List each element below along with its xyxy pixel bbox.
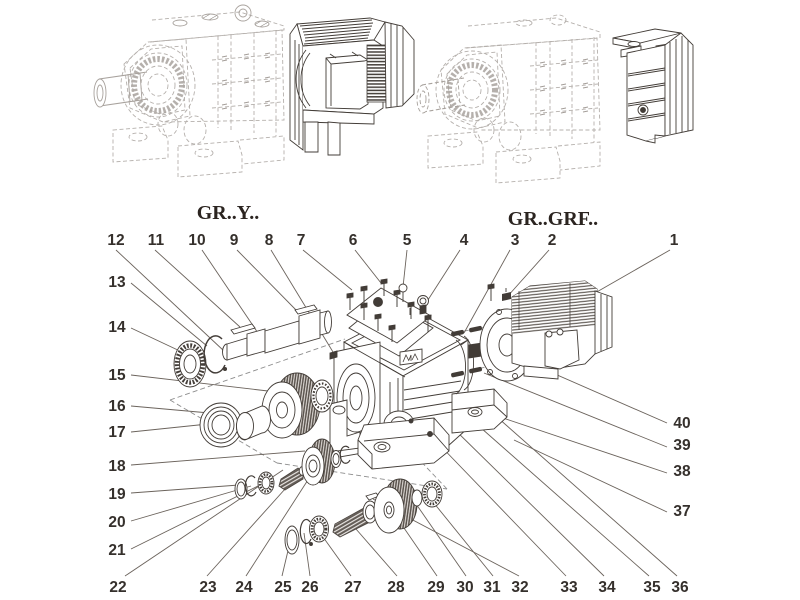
svg-text:40: 40 [673,415,690,432]
svg-text:32: 32 [511,579,528,596]
svg-text:GR..GRF..: GR..GRF.. [508,208,598,230]
svg-text:16: 16 [108,398,126,415]
svg-text:33: 33 [560,579,578,596]
svg-text:3: 3 [511,232,520,249]
svg-text:34: 34 [598,579,616,596]
svg-text:13: 13 [108,274,126,291]
svg-text:37: 37 [673,503,690,520]
svg-text:7: 7 [297,232,306,249]
svg-text:18: 18 [108,458,126,475]
svg-text:25: 25 [274,579,292,596]
svg-text:8: 8 [265,232,274,249]
svg-text:17: 17 [108,424,125,441]
svg-text:35: 35 [643,579,661,596]
svg-text:10: 10 [188,232,205,249]
svg-text:22: 22 [109,579,126,596]
svg-text:19: 19 [108,486,126,503]
svg-text:12: 12 [107,232,124,249]
svg-text:24: 24 [235,579,253,596]
svg-text:9: 9 [230,232,239,249]
svg-text:1: 1 [670,232,679,249]
svg-text:GR..Y..: GR..Y.. [197,202,260,224]
svg-text:15: 15 [108,367,126,384]
svg-text:20: 20 [108,514,125,531]
svg-text:4: 4 [460,232,469,249]
svg-text:6: 6 [349,232,358,249]
svg-text:38: 38 [673,463,691,480]
svg-text:11: 11 [148,232,165,249]
svg-text:36: 36 [671,579,689,596]
svg-text:39: 39 [673,437,691,454]
svg-text:30: 30 [456,579,473,596]
svg-text:26: 26 [301,579,319,596]
svg-text:28: 28 [387,579,405,596]
svg-text:2: 2 [548,232,557,249]
svg-text:31: 31 [483,579,501,596]
svg-text:23: 23 [199,579,217,596]
svg-text:14: 14 [108,319,126,336]
svg-text:29: 29 [427,579,445,596]
svg-text:21: 21 [108,542,126,559]
svg-text:5: 5 [403,232,412,249]
svg-text:27: 27 [344,579,361,596]
